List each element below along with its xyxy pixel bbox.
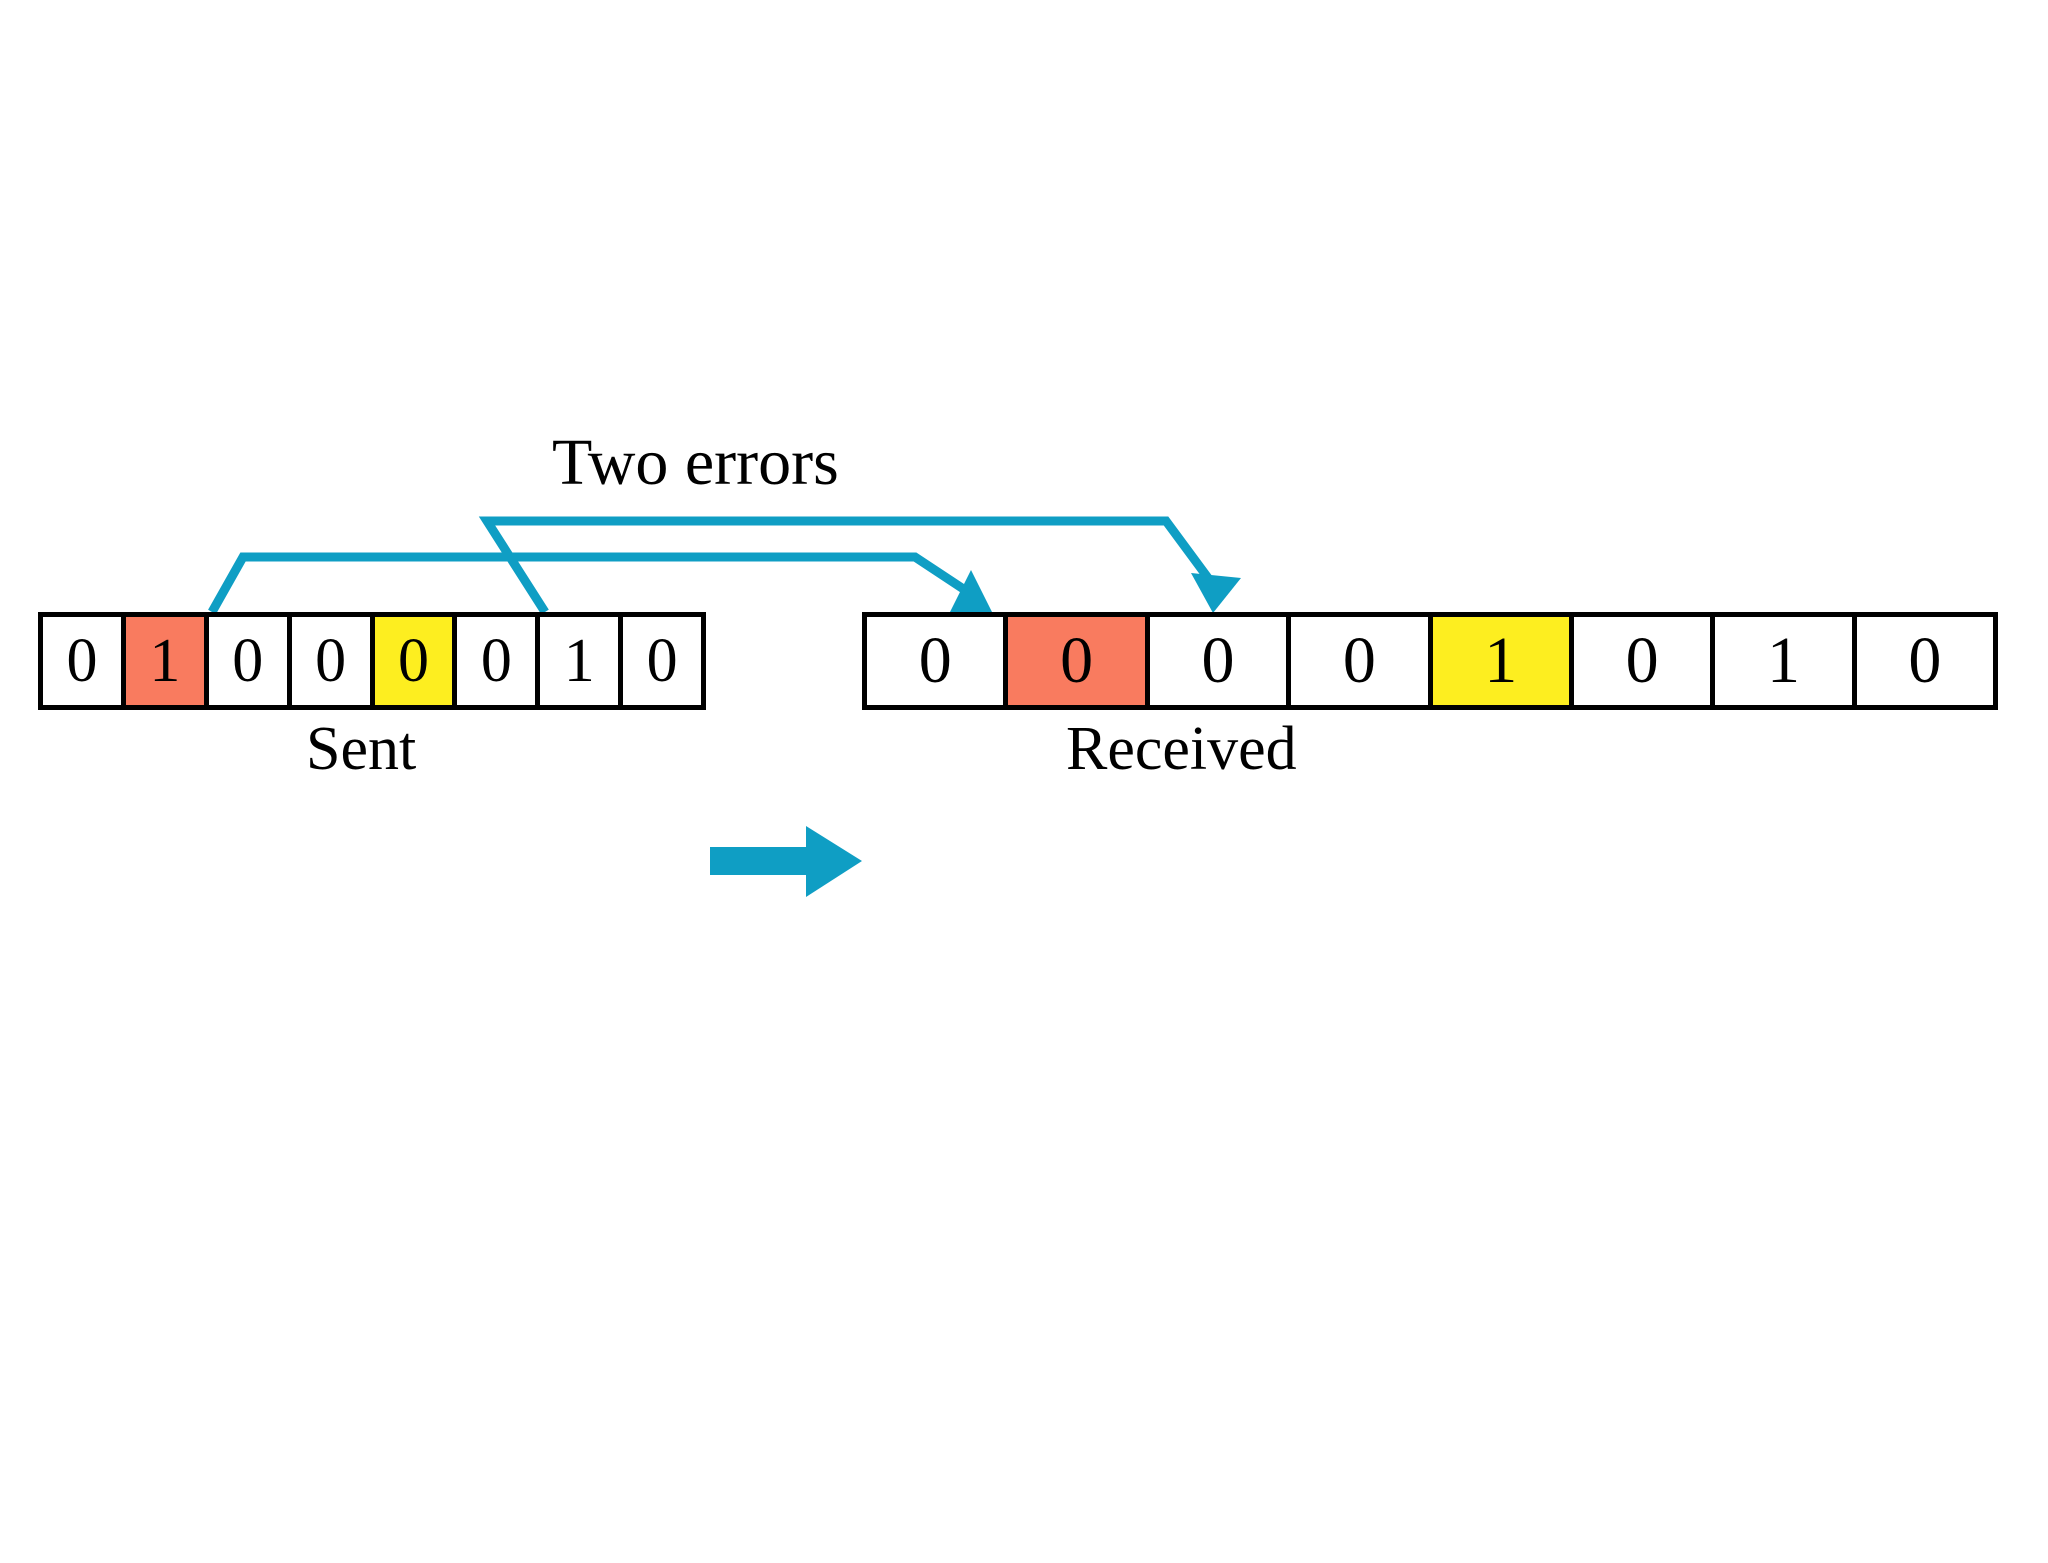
received-bit-3[interactable]: 0 [1291, 617, 1428, 705]
received-bit-4[interactable]: 1 [1432, 617, 1569, 705]
sent-bit-0[interactable]: 0 [43, 617, 121, 705]
error-connector-bit5-arrowhead [1191, 573, 1241, 613]
sent-bit-6[interactable]: 1 [540, 617, 619, 705]
sent-bit-7[interactable]: 0 [623, 617, 701, 705]
received-bit-array: 0 0 0 0 1 0 1 0 [862, 612, 1998, 710]
transmission-arrow [710, 826, 862, 897]
received-label: Received [1066, 715, 1297, 783]
error-connector-bit5 [478, 516, 1241, 615]
received-bit-6[interactable]: 1 [1715, 617, 1852, 705]
received-bit-5[interactable]: 0 [1573, 617, 1711, 705]
sent-bit-3[interactable]: 0 [291, 617, 370, 705]
sent-bit-5[interactable]: 0 [457, 617, 536, 705]
error-connector-bit5-line [478, 516, 1218, 615]
sent-bit-array: 0 1 0 0 0 0 1 0 [38, 612, 706, 710]
sent-label: Sent [306, 715, 417, 783]
received-bit-7[interactable]: 0 [1856, 617, 1993, 705]
page-title: Two errors [552, 426, 839, 499]
sent-bit-2[interactable]: 0 [208, 617, 287, 705]
sent-bit-4[interactable]: 0 [374, 617, 453, 705]
received-bit-0[interactable]: 0 [867, 617, 1004, 705]
sent-bit-1[interactable]: 1 [125, 617, 204, 705]
error-connector-bit2-arrowhead [950, 570, 992, 612]
transmission-arrow-shaft [710, 847, 810, 875]
received-bit-2[interactable]: 0 [1149, 617, 1287, 705]
transmission-arrow-head [806, 826, 862, 897]
error-connector-bit2 [208, 552, 992, 615]
error-connector-bit2-line [208, 552, 974, 615]
received-bit-1[interactable]: 0 [1008, 617, 1145, 705]
